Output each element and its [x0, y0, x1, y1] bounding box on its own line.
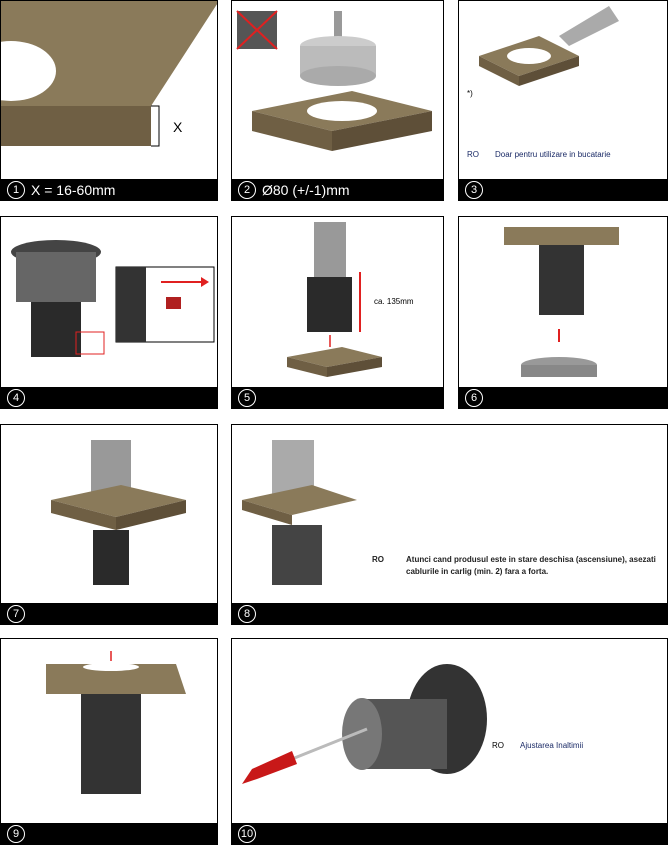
step-number: 1 — [7, 180, 25, 199]
installed-unit-illustration — [51, 440, 186, 585]
sealant-illustration — [479, 6, 619, 86]
step-6-panel: 6 — [458, 216, 668, 409]
thickness-label: X — [173, 119, 183, 135]
step-caption-bar: 5 — [232, 387, 443, 408]
note-text: Atunci cand produsul este in stare desch… — [406, 555, 656, 564]
step-number: 9 — [7, 824, 25, 843]
height-adjust-illustration — [242, 664, 487, 784]
step-number: 8 — [238, 604, 256, 623]
step-number: 4 — [7, 388, 25, 407]
step-4-panel: 4 — [0, 216, 218, 409]
step-caption-bar: 9 — [1, 823, 217, 844]
note-text: cablurile in carlig (min. 2) fara a fort… — [406, 567, 549, 576]
step-number: 6 — [465, 388, 483, 407]
step-10-note: RO Ajustarea Inaltimii — [492, 741, 583, 750]
step-number: 3 — [465, 180, 483, 199]
step-caption-bar: 3 — [459, 179, 667, 200]
language-code: RO — [467, 150, 479, 159]
step-number: 7 — [7, 604, 25, 623]
step-8-note: RO Atunci cand produsul este in stare des… — [372, 555, 656, 576]
step-caption-bar: 8 — [232, 603, 667, 624]
step-caption-bar: 6 — [459, 387, 667, 408]
step-caption: X = 16-60mm — [31, 181, 116, 198]
step-caption-bar: 10 — [232, 823, 667, 844]
step-caption-bar: 2 Ø80 (+/-1)mm — [232, 179, 443, 200]
step-10-panel: RO Ajustarea Inaltimii 10 — [231, 638, 668, 845]
language-code: RO — [372, 555, 384, 564]
step-1-panel: X 1 X = 16-60mm — [0, 0, 218, 201]
step-caption: Ø80 (+/-1)mm — [262, 181, 350, 198]
step-2-panel: 2 Ø80 (+/-1)mm — [231, 0, 444, 201]
step-caption-bar: 4 — [1, 387, 217, 408]
note-text: Doar pentru utilizare in bucatarie — [495, 150, 611, 159]
step-number: 2 — [238, 180, 256, 199]
fix-ring-illustration — [504, 227, 619, 377]
step-7-panel: 7 — [0, 424, 218, 625]
cable-hook-illustration — [242, 440, 357, 585]
step-3-note: RO Doar pentru utilizare in bucatarie — [467, 150, 611, 159]
unit-detail-illustration — [11, 240, 215, 357]
insert-unit-illustration — [287, 222, 382, 377]
hole-saw-illustration — [236, 10, 432, 151]
step-caption-bar: 1 X = 16-60mm — [1, 179, 217, 200]
step-caption-bar: 7 — [1, 603, 217, 624]
step-9-panel: 9 — [0, 638, 218, 845]
countertop-thickness-illustration — [1, 1, 217, 147]
dimension-label: ca. 135mm — [374, 297, 414, 306]
step-8-panel: RO Atunci cand produsul este in stare des… — [231, 424, 668, 625]
footnote-marker: *) — [467, 89, 473, 98]
language-code: RO — [492, 741, 504, 750]
note-text: Ajustarea Inaltimii — [520, 741, 584, 750]
closed-unit-illustration — [46, 651, 186, 794]
step-number: 10 — [238, 824, 256, 843]
step-5-panel: ca. 135mm 5 — [231, 216, 444, 409]
step-number: 5 — [238, 388, 256, 407]
